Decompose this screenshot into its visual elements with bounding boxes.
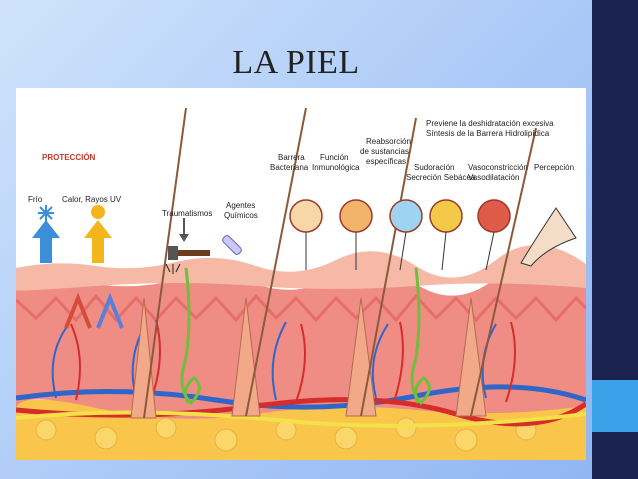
dermis-layer	[16, 262, 586, 419]
uv-arrows	[64, 292, 124, 329]
fat-cells	[35, 417, 537, 452]
sun-icon	[91, 205, 105, 219]
hammer-icon	[165, 246, 210, 274]
cold-arrow	[32, 220, 60, 263]
test-tube-icon	[222, 235, 242, 255]
label-previene-2: Síntesis de la Barrera Hidrolipídica	[426, 129, 550, 138]
label-calor: Calor, Rayos UV	[62, 195, 122, 204]
slide-title: LA PIEL	[232, 44, 360, 81]
artery-main	[16, 397, 586, 427]
label-funcion-2: Inmunológica	[312, 163, 360, 172]
label-agentes-1: Agentes	[226, 201, 255, 210]
snowflake-icon	[38, 205, 54, 221]
epidermis-ridges	[16, 293, 586, 323]
nerve-main	[16, 410, 586, 428]
label-barrera-1: Barrera	[278, 153, 305, 162]
heat-arrow	[84, 220, 112, 263]
sweat-glands	[180, 267, 431, 406]
trauma-arrow	[179, 218, 189, 242]
label-vaso-2: Vasodilatación	[468, 173, 519, 182]
label-frio: Frío	[28, 195, 43, 204]
hair-follicles	[130, 107, 537, 419]
section-title: PROTECCIÓN	[42, 153, 96, 162]
right-accent-block	[592, 380, 638, 432]
label-reabs-3: específicas	[366, 157, 406, 166]
label-previene-1: Previene la deshidratación excesiva	[426, 119, 554, 128]
function-circles	[289, 199, 511, 233]
epidermis-layer	[16, 244, 586, 291]
skin-diagram: PROTECCIÓN Frío Calor, Rayos UV Traumati…	[16, 88, 586, 460]
label-funcion-1: Función	[320, 153, 348, 162]
vein-main	[16, 384, 586, 410]
label-reabs-2: de sustancias	[360, 147, 409, 156]
hand-icon	[520, 207, 577, 267]
label-sudoracion-2: Secreción Sebácea	[406, 173, 476, 182]
right-decor-bar	[592, 0, 638, 479]
label-vaso-1: Vasoconstricción	[468, 163, 528, 172]
label-agentes-2: Químicos	[224, 211, 258, 220]
label-sudoracion-1: Sudoración	[414, 163, 454, 172]
label-barrera-2: Bacteriana	[270, 163, 309, 172]
label-reabs-1: Reabsorción	[366, 137, 411, 146]
label-percepcion: Percepción	[534, 163, 574, 172]
label-traumatismos: Traumatismos	[162, 209, 212, 218]
pointer-lines	[305, 231, 495, 271]
